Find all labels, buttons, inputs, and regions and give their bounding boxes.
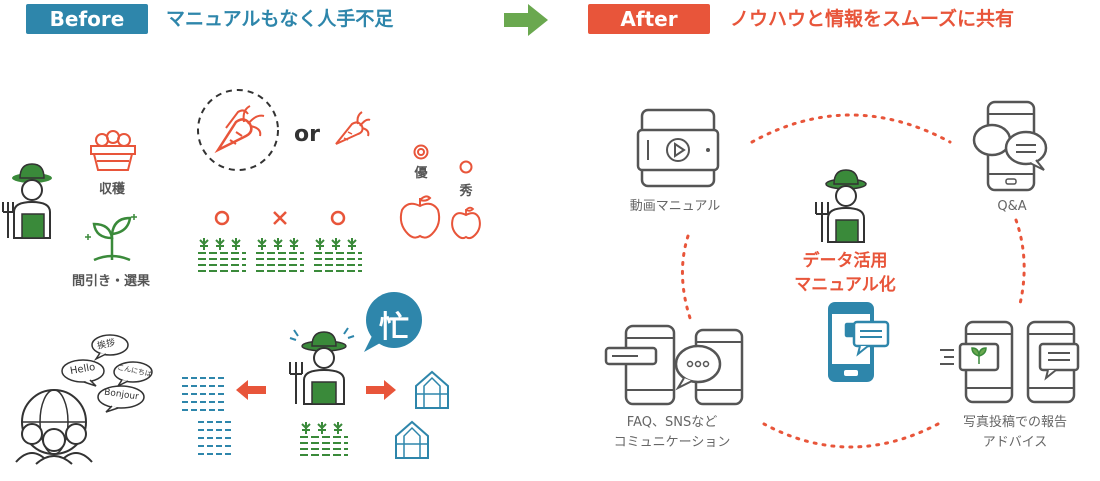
double-circle-icon bbox=[413, 144, 429, 160]
faq-label-line2: コミュニケーション bbox=[613, 435, 731, 450]
circle-icon bbox=[459, 160, 473, 174]
bubble-bonjour-icon bbox=[97, 385, 145, 413]
busy-farmer-icon bbox=[289, 327, 355, 405]
qa-phone-icon bbox=[972, 100, 1048, 192]
ok-mark-1-icon bbox=[214, 210, 230, 226]
report-label-line1: 写真投稿での報告 bbox=[962, 415, 1067, 430]
arrow-right-icon bbox=[504, 4, 548, 36]
crop-row-busy-icon bbox=[300, 422, 348, 456]
globe-people-icon bbox=[15, 389, 93, 465]
apple-small-icon bbox=[451, 206, 481, 240]
busy-bubble-icon bbox=[364, 292, 422, 352]
video-manual-label: 動画マニュアル bbox=[629, 199, 721, 214]
sprout-icon bbox=[85, 214, 137, 262]
farmer-icon bbox=[2, 163, 52, 239]
arrow-left-icon bbox=[236, 380, 266, 400]
greenhouse-2-icon bbox=[395, 420, 429, 459]
center-phone-icon bbox=[828, 302, 890, 382]
after-headline: ノウハウと情報をスムーズに共有 bbox=[730, 8, 1015, 30]
report-label-line2: アドバイス bbox=[982, 435, 1048, 450]
basket-icon bbox=[90, 130, 136, 171]
apple-large-icon bbox=[399, 195, 441, 239]
video-phone-icon bbox=[636, 108, 720, 188]
center-title-line2: マニュアル化 bbox=[794, 275, 896, 295]
center-farmer-icon bbox=[815, 169, 867, 243]
grade-excellent-label: 優 bbox=[414, 166, 428, 181]
crop-row-2-icon bbox=[256, 238, 304, 272]
ng-mark-icon bbox=[273, 211, 287, 225]
crop-row-3-icon bbox=[314, 238, 362, 272]
thinning-label: 間引き・選果 bbox=[71, 274, 150, 289]
before-tag: Before bbox=[26, 4, 148, 34]
faq-phones-icon bbox=[604, 324, 744, 406]
before-headline: マニュアルもなく人手不足 bbox=[166, 8, 394, 30]
field-rows-left-top-icon bbox=[182, 377, 224, 411]
bubble-hello-icon bbox=[61, 359, 105, 387]
carrot-icon bbox=[335, 111, 371, 145]
arrow-right-small-icon bbox=[366, 380, 396, 400]
crop-row-1-icon bbox=[198, 238, 246, 272]
photo-report-phones-icon bbox=[940, 320, 1080, 404]
ok-mark-2-icon bbox=[330, 210, 346, 226]
greenhouse-1-icon bbox=[415, 370, 449, 409]
harvest-label: 収穫 bbox=[98, 182, 125, 197]
center-title-line1: データ活用 bbox=[802, 251, 888, 271]
field-rows-left-bottom-icon bbox=[198, 421, 234, 455]
bubble-greeting-icon bbox=[91, 334, 129, 361]
faq-label-line1: FAQ、SNSなど bbox=[626, 415, 718, 430]
qa-label: Q&A bbox=[997, 199, 1027, 214]
busy-label: 忙 bbox=[379, 310, 409, 345]
after-tag: After bbox=[588, 4, 710, 34]
grade-good-label: 秀 bbox=[459, 184, 473, 199]
or-label: or bbox=[294, 122, 320, 147]
carrot-bunch-icon bbox=[197, 89, 279, 171]
bubble-konnichiwa-icon bbox=[113, 361, 153, 388]
